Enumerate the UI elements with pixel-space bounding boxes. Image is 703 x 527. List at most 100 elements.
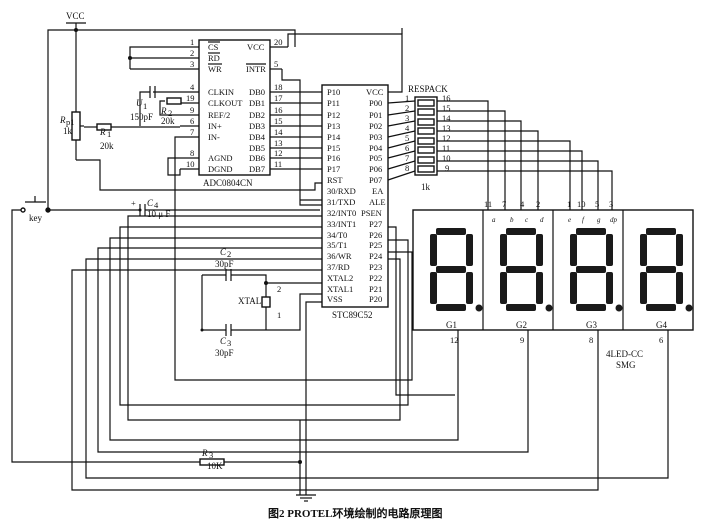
seg-letter: d <box>540 216 544 224</box>
adc-pin-num: 18 <box>274 82 283 92</box>
adc-pin-name: CLKOUT <box>208 98 243 108</box>
mcu-pin: 36/WR <box>327 251 352 261</box>
adc-pin-num: 20 <box>274 37 283 47</box>
mcu-pin: VSS <box>327 294 343 304</box>
adc-pin-name: RD <box>208 53 220 63</box>
mcu-pin: 32/INT0 <box>327 208 356 218</box>
key-label: key <box>29 213 42 223</box>
respack-pin: 2 <box>405 103 409 113</box>
adc-pin-name: DB4 <box>249 132 266 142</box>
segment-d <box>436 304 466 311</box>
adc-pin-num: 11 <box>274 159 282 169</box>
seg-letter: a <box>492 216 496 224</box>
segment-b <box>466 234 473 266</box>
segment-d <box>576 304 606 311</box>
respack-pin: 7 <box>405 153 409 163</box>
mcu-pin: 31/TXD <box>327 197 355 207</box>
seg-pin: 7 <box>502 199 506 209</box>
display-segment-letters: a b c d e f g dp <box>492 216 618 224</box>
xtal-label: XTAL <box>238 296 261 306</box>
r1-value: 20k <box>100 141 114 151</box>
mcu-name: STC89C52 <box>332 310 373 320</box>
segment-e <box>500 272 507 304</box>
segment-dp <box>615 304 623 312</box>
mcu-pin: 30/RXD <box>327 186 356 196</box>
respack-pin: 3 <box>405 113 409 123</box>
stc89c52-chip <box>321 84 389 308</box>
r3-label: R <box>201 448 208 458</box>
r2-resistor: R 2 20k <box>159 97 182 126</box>
segment-b <box>676 234 683 266</box>
mcu-pin: 33/INT1 <box>327 219 356 229</box>
r1-label: R <box>99 127 106 137</box>
c3-sub: 3 <box>227 338 231 348</box>
seg-letter: g <box>597 216 601 224</box>
respack-pin: 11 <box>442 143 450 153</box>
mcu-pin: PSEN <box>361 208 382 218</box>
mcu-pin: P27 <box>369 219 382 229</box>
display-name: 4LED-CC <box>606 349 643 359</box>
adc-pin-num: 9 <box>190 105 194 115</box>
mcu-pin: P02 <box>369 121 382 131</box>
seg-letter: c <box>525 216 529 224</box>
mcu-pin: 34/T0 <box>327 230 347 240</box>
respack-pin: 16 <box>442 93 451 103</box>
mcu-pin: P05 <box>369 153 382 163</box>
mcu-pin: P24 <box>369 251 383 261</box>
mcu-pin: P15 <box>327 143 340 153</box>
seg-letter: dp <box>610 216 618 224</box>
c4-label: C <box>147 198 154 208</box>
segment-c <box>676 272 683 304</box>
segment-f <box>500 234 507 266</box>
adc-pin-name: DB2 <box>249 110 265 120</box>
adc-pin-num: 6 <box>190 116 194 126</box>
segment-d <box>646 304 676 311</box>
digit-pin: 6 <box>659 335 663 345</box>
mcu-pin: P17 <box>327 164 340 174</box>
seg-letter: b <box>510 216 514 224</box>
u1-label: U <box>136 98 143 108</box>
svg-text:+: + <box>131 198 136 208</box>
segment-f <box>640 234 647 266</box>
respack-pin: 14 <box>442 113 451 123</box>
r2-value: 20k <box>161 116 175 126</box>
c3-label: C <box>220 336 227 346</box>
segment-dp <box>685 304 693 312</box>
segment-dp <box>475 304 483 312</box>
respack-pin: 9 <box>445 163 449 173</box>
u1-sub: 1 <box>143 101 147 111</box>
respack-pin: 6 <box>405 143 409 153</box>
mcu-pin: P16 <box>327 153 340 163</box>
respack-pin: 13 <box>442 123 451 133</box>
mcu-pin: P26 <box>369 230 382 240</box>
segment-b <box>606 234 613 266</box>
respack-pin: 10 <box>442 153 451 163</box>
mcu-right-pins: VCC P00 P01 P02 P03 P04 P05 P06 P07 EA A… <box>361 87 386 304</box>
adc-pin-name: CS <box>208 42 219 52</box>
adc-pin-num: 5 <box>274 59 278 69</box>
mcu-pin: P01 <box>369 110 382 120</box>
mcu-pin: P23 <box>369 262 382 272</box>
digit-label: G4 <box>656 320 667 330</box>
mcu-pin: P20 <box>369 294 382 304</box>
r2-sub: 2 <box>168 108 172 118</box>
adc-pin-num: 13 <box>274 138 283 148</box>
adc-pin-num: 1 <box>190 37 194 47</box>
adc-pin-num: 17 <box>274 93 283 103</box>
respack-resistors <box>417 99 435 173</box>
c2-sub: 2 <box>227 249 231 259</box>
digit-pin: 8 <box>589 335 593 345</box>
mcu-pin: P22 <box>369 273 382 283</box>
mcu-pin: P06 <box>369 164 382 174</box>
adc-pin-num: 16 <box>274 105 283 115</box>
adc-pin-name: DB5 <box>249 143 265 153</box>
adc-pin-name: DB3 <box>249 121 265 131</box>
mcu-pin: XTAL1 <box>327 284 353 294</box>
respack-pin-nums: 1 2 3 4 5 6 7 8 16 15 14 13 12 11 10 9 <box>405 93 451 173</box>
adc-pin-num: 14 <box>274 127 283 137</box>
c4-capacitor: + C 4 10 μ F <box>131 198 320 219</box>
wiring <box>47 29 669 502</box>
mcu-pin: P04 <box>369 143 383 153</box>
adc-pin-name: CLKIN <box>208 87 234 97</box>
mcu-pin: P12 <box>327 110 340 120</box>
